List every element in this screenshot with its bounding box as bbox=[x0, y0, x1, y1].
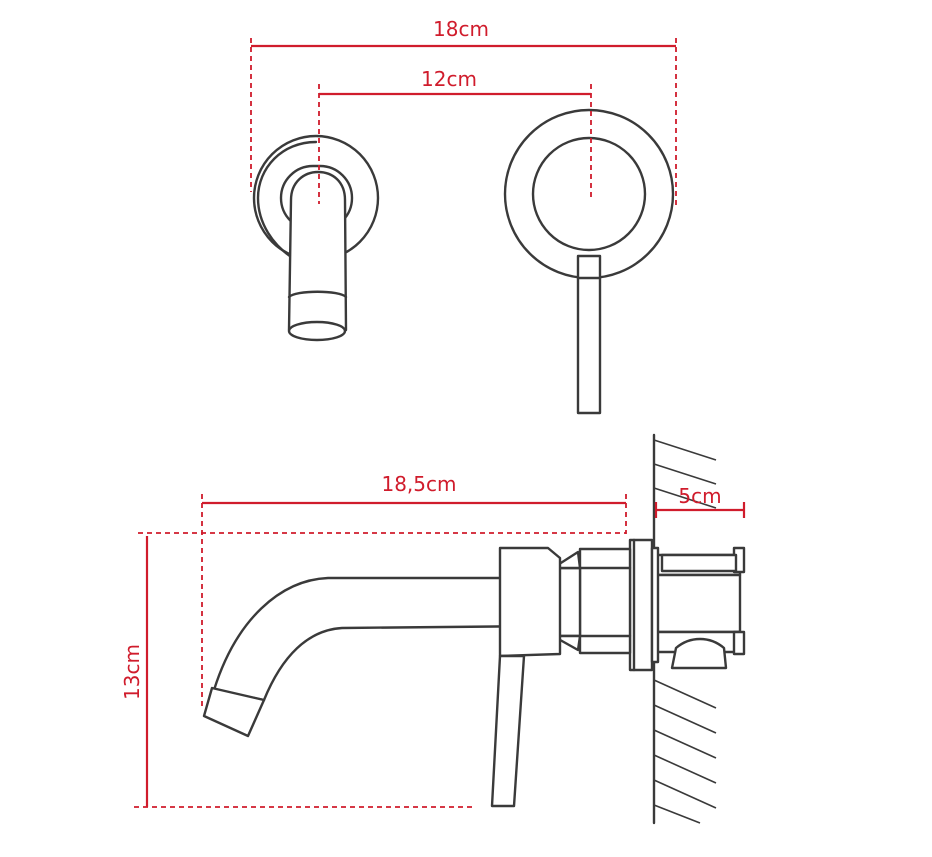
mixer-lever-front bbox=[576, 254, 602, 415]
dimension-spout-length: 18,5cm bbox=[201, 472, 627, 710]
dim-label-overall-width: 18cm bbox=[433, 17, 489, 41]
curved-spout bbox=[202, 576, 550, 738]
dimension-spacing: 12cm bbox=[318, 67, 592, 204]
dim-label-height: 13cm bbox=[120, 644, 144, 700]
mixer-escutcheon bbox=[503, 108, 675, 280]
dim-label-spout-length: 18,5cm bbox=[381, 472, 456, 496]
valve-body bbox=[654, 546, 746, 670]
dimension-wall-depth: 5cm bbox=[654, 484, 746, 518]
dimension-overall-width: 18cm bbox=[250, 17, 677, 205]
dim-label-spacing: 12cm bbox=[421, 67, 477, 91]
mixer-lever-side bbox=[490, 546, 562, 808]
wall-plate bbox=[628, 538, 660, 672]
front-view bbox=[252, 108, 675, 415]
side-view bbox=[202, 433, 746, 825]
dim-label-wall-depth: 5cm bbox=[678, 484, 721, 508]
spout-front bbox=[287, 170, 348, 342]
dimension-height: 13cm bbox=[120, 532, 626, 808]
